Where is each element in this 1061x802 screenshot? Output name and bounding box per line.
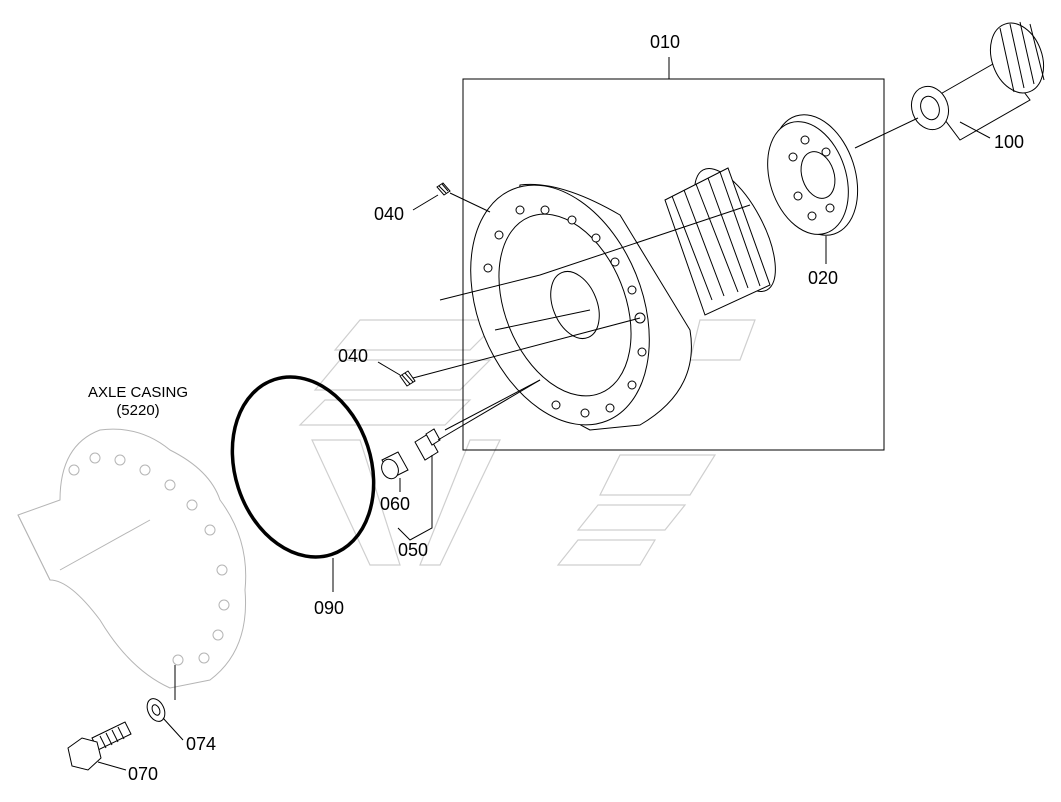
watermark bbox=[298, 319, 756, 566]
leader-050-axis bbox=[437, 379, 541, 441]
assembly-010-frame bbox=[462, 78, 885, 451]
plug-040-lower bbox=[399, 370, 416, 387]
label-070: 070 bbox=[128, 764, 158, 784]
cap-060 bbox=[381, 451, 409, 480]
plug-040-upper bbox=[436, 182, 451, 196]
label-100: 100 bbox=[994, 132, 1024, 152]
o-ring-090 bbox=[230, 375, 376, 559]
leader-040-lower bbox=[377, 361, 401, 376]
washer-074 bbox=[146, 698, 166, 722]
label-060: 060 bbox=[380, 494, 410, 514]
label-090: 090 bbox=[314, 598, 344, 618]
leader-040-lower-axis bbox=[412, 317, 641, 379]
leader-074 bbox=[162, 717, 184, 741]
label-040-upper: 040 bbox=[374, 204, 404, 224]
wheel-hub-010 bbox=[470, 167, 776, 431]
tie-lines bbox=[439, 204, 751, 431]
shaft-100 bbox=[910, 21, 1045, 141]
leader-100-axis bbox=[854, 117, 919, 149]
axle-casing-ghost bbox=[17, 428, 247, 689]
label-010: 010 bbox=[650, 32, 680, 52]
nipple-050 bbox=[414, 428, 441, 461]
leader-040-upper bbox=[412, 194, 439, 211]
label-050: 050 bbox=[398, 540, 428, 560]
label-074: 074 bbox=[186, 734, 216, 754]
axle-casing-ref: (5220) bbox=[116, 402, 159, 419]
leader-040-upper-b bbox=[449, 192, 491, 213]
label-040-lower: 040 bbox=[338, 346, 368, 366]
leader-070 bbox=[97, 761, 127, 771]
leader-050 bbox=[397, 455, 433, 541]
ring-020 bbox=[767, 114, 859, 236]
axle-casing-title: AXLE CASING bbox=[88, 384, 188, 401]
label-020: 020 bbox=[808, 268, 838, 288]
bolt-070 bbox=[67, 721, 132, 771]
leader-100 bbox=[959, 121, 991, 139]
